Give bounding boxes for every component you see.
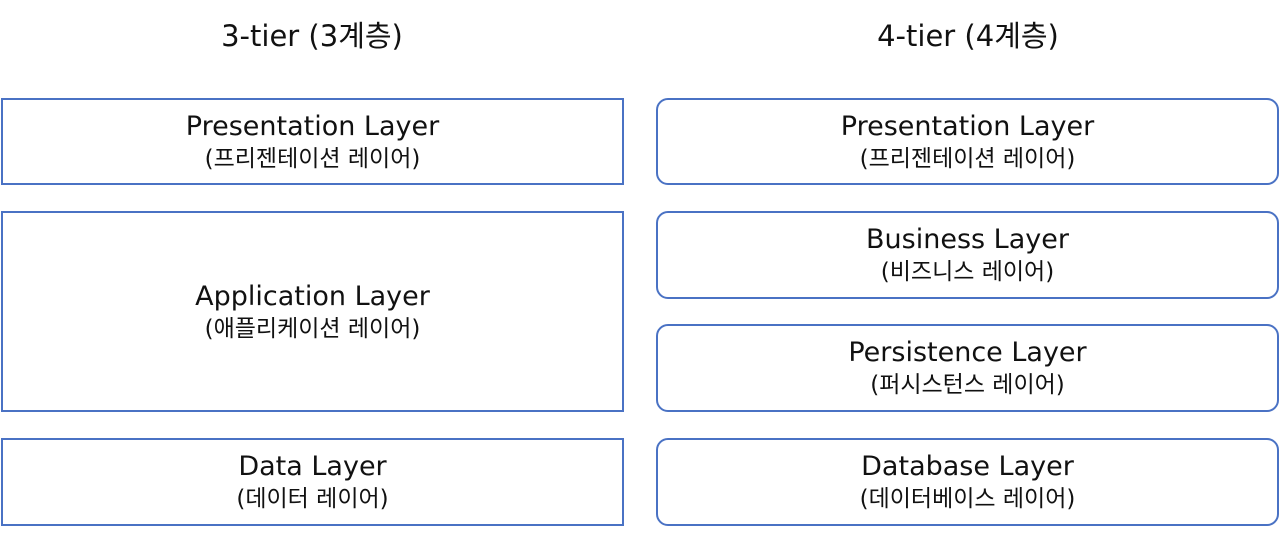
three-tier-application-layer-box: Application Layer (애플리케이션 레이어)	[1, 211, 624, 412]
layer-name: Data Layer	[238, 451, 387, 482]
three-tier-title: 3-tier (3계층)	[221, 19, 403, 53]
three-tier-data-layer-box: Data Layer (데이터 레이어)	[1, 438, 624, 526]
layer-name: Business Layer	[866, 224, 1069, 255]
four-tier-business-layer-box: Business Layer (비즈니스 레이어)	[656, 211, 1279, 299]
layer-korean-name: (비즈니스 레이어)	[880, 259, 1055, 285]
four-tier-presentation-layer-box: Presentation Layer (프리젠테이션 레이어)	[656, 98, 1279, 185]
layer-korean-name: (데이터베이스 레이어)	[859, 486, 1076, 512]
layer-korean-name: (프리젠테이션 레이어)	[859, 145, 1076, 172]
layer-name: Presentation Layer	[840, 110, 1095, 142]
four-tier-title: 4-tier (4계층)	[877, 19, 1059, 53]
layer-name: Presentation Layer	[185, 110, 440, 142]
layer-name: Persistence Layer	[848, 337, 1087, 368]
layer-name: Application Layer	[195, 280, 430, 312]
three-tier-presentation-layer-box: Presentation Layer (프리젠테이션 레이어)	[1, 98, 624, 185]
layer-korean-name: (애플리케이션 레이어)	[204, 315, 421, 342]
four-tier-database-layer-box: Database Layer (데이터베이스 레이어)	[656, 438, 1279, 526]
four-tier-persistence-layer-box: Persistence Layer (퍼시스턴스 레이어)	[656, 324, 1279, 412]
layer-korean-name: (프리젠테이션 레이어)	[204, 145, 421, 172]
layer-korean-name: (퍼시스턴스 레이어)	[870, 372, 1065, 398]
layer-name: Database Layer	[861, 451, 1074, 482]
layer-korean-name: (데이터 레이어)	[236, 486, 389, 512]
